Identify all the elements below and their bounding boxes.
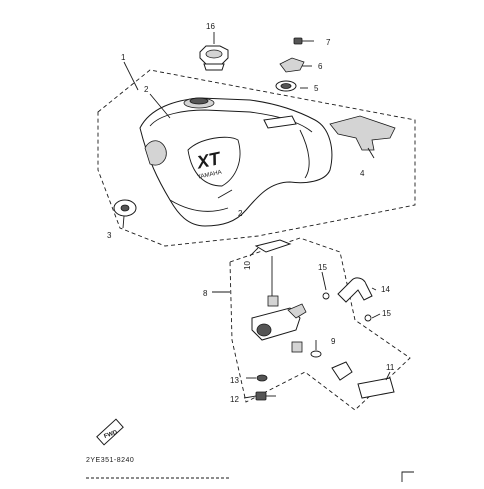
sediment-cup xyxy=(291,341,353,381)
cock-bracket xyxy=(357,377,395,399)
callout-8: 8 xyxy=(203,289,208,298)
callout-12: 12 xyxy=(230,395,239,404)
diagram-code: 2YE351-8240 xyxy=(86,457,134,464)
fuel-cock xyxy=(251,256,307,341)
callout-7: 7 xyxy=(326,38,331,47)
callout-6: 6 xyxy=(318,62,323,71)
screw-7 xyxy=(293,37,314,45)
callouts: 1 2 2 3 4 5 6 7 8 9 10 11 12 13 14 15 15… xyxy=(107,22,395,404)
bolt-12 xyxy=(255,391,276,401)
clip-15b xyxy=(364,314,372,322)
fuel-tank xyxy=(139,97,333,227)
callout-2b: 2 xyxy=(238,209,243,218)
callout-14: 14 xyxy=(381,285,390,294)
emblem-plate xyxy=(329,115,396,151)
fwd-label: FWD xyxy=(103,429,119,440)
callout-3: 3 xyxy=(107,231,112,240)
callout-4: 4 xyxy=(360,169,365,178)
callout-10: 10 xyxy=(243,261,252,270)
callout-9: 9 xyxy=(331,337,336,346)
cock-gasket xyxy=(254,239,292,253)
callout-1: 1 xyxy=(121,53,126,62)
corner-mark xyxy=(401,471,414,482)
fuel-cap xyxy=(199,45,229,71)
callout-11: 11 xyxy=(386,363,395,372)
clip-15a xyxy=(322,292,330,300)
washer-13 xyxy=(256,374,268,382)
callout-2a: 2 xyxy=(144,85,149,94)
leader-lines xyxy=(122,32,391,399)
callout-13: 13 xyxy=(230,376,239,385)
tank-brand: YAMAHA xyxy=(197,170,223,181)
cap-plate xyxy=(279,57,305,73)
fuel-hose xyxy=(337,277,373,303)
damper xyxy=(113,199,137,217)
callout-16: 16 xyxy=(206,22,215,31)
callout-5: 5 xyxy=(314,84,319,93)
callout-15b: 15 xyxy=(382,309,391,318)
callout-15a: 15 xyxy=(318,263,327,272)
forward-arrow: FWD xyxy=(96,418,124,446)
